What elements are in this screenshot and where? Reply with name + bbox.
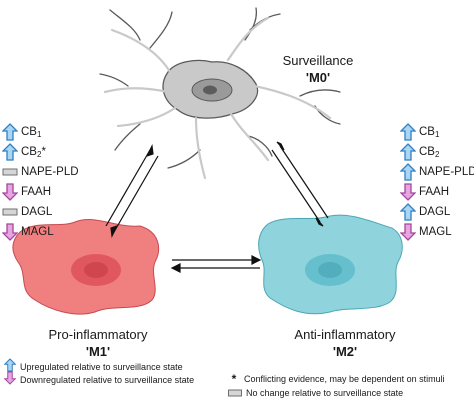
marker-subscript: 1 [36, 130, 42, 139]
up-arrow-icon [3, 357, 17, 377]
no-change-bar-icon [228, 384, 242, 402]
legend-up-text: Upregulated relative to surveillance sta… [20, 362, 183, 372]
down-arrow-icon [1, 183, 19, 201]
marker-row: FAAH [1, 183, 51, 201]
arrow-m2-to-m0-head [276, 141, 285, 151]
marker-row: FAAH [399, 183, 449, 201]
marker-symbol: NAPE-PLD [21, 166, 79, 178]
marker-symbol: FAAH [419, 186, 450, 198]
marker-symbol: CB [419, 126, 435, 138]
marker-symbol: CB [419, 146, 435, 158]
asterisk-symbol: * [231, 372, 237, 386]
down-arrow-icon [399, 223, 417, 241]
marker-symbol: CB [21, 126, 37, 138]
legend-down-text: Downregulated relative to surveillance s… [20, 375, 195, 385]
legend-down: Downregulated relative to surveillance s… [3, 371, 195, 390]
marker-row: CB1 [399, 123, 440, 141]
marker-label: CB2 [419, 146, 440, 159]
up-arrow-icon [399, 143, 417, 161]
marker-subscript: 1 [434, 130, 440, 139]
marker-label: CB2* [21, 146, 46, 159]
down-arrow-icon [3, 371, 17, 390]
marker-label: CB1 [21, 126, 42, 139]
marker-asterisk: * [41, 146, 46, 158]
up-arrow-icon [399, 163, 417, 181]
m0-state-code: 'M0' [305, 70, 331, 85]
legend-asterisk: * Conflicting evidence, may be dependent… [228, 372, 445, 386]
marker-label: MAGL [21, 226, 54, 238]
marker-label: FAAH [21, 186, 51, 198]
marker-subscript: 2 [434, 150, 440, 159]
marker-row: CB2* [1, 143, 46, 161]
down-arrow-icon [1, 223, 19, 241]
down-arrow-icon [399, 183, 417, 201]
marker-row: NAPE-PLD [399, 163, 474, 181]
m2-microglia-cell [258, 214, 403, 315]
arrow-m0-to-m1 [113, 155, 159, 233]
marker-symbol: MAGL [419, 226, 452, 238]
marker-symbol: MAGL [21, 226, 54, 238]
arrow-m0-to-m1-head [110, 224, 119, 239]
marker-row: NAPE-PLD [2, 163, 79, 181]
marker-row: DAGL [2, 203, 52, 221]
marker-label: MAGL [419, 226, 452, 238]
no-change-bar-icon [2, 163, 18, 181]
transition-arrows [105, 141, 329, 273]
arrow-m0-to-m2-head [315, 217, 324, 227]
marker-symbol: DAGL [419, 206, 451, 218]
m2-state-label: Anti-inflammatory [294, 327, 396, 342]
m1-state-label: Pro-inflammatory [48, 327, 148, 342]
m2-state-code: 'M2' [332, 344, 358, 359]
marker-symbol: FAAH [21, 186, 52, 198]
marker-label: CB1 [419, 126, 440, 139]
arrow-m1-to-m2-head [251, 255, 262, 265]
marker-symbol: NAPE-PLD [419, 166, 474, 178]
no-change-bar-icon [2, 203, 18, 221]
up-arrow-icon [1, 123, 19, 141]
m1-state-code: 'M1' [85, 344, 111, 359]
marker-row: DAGL [399, 203, 450, 221]
marker-row: MAGL [1, 223, 54, 241]
legend-none-text: No change relative to surveillance state [246, 388, 404, 398]
marker-label: FAAH [419, 186, 449, 198]
marker-label: NAPE-PLD [419, 166, 474, 178]
m0-state-label: Surveillance [282, 53, 354, 68]
marker-label: DAGL [419, 206, 450, 218]
up-arrow-icon [399, 123, 417, 141]
up-arrow-icon [399, 203, 417, 221]
marker-symbol: CB [21, 146, 37, 158]
marker-label: NAPE-PLD [21, 166, 79, 178]
arrow-m0-to-m2 [271, 149, 321, 223]
marker-row: CB1 [1, 123, 42, 141]
marker-symbol: DAGL [21, 206, 53, 218]
legend-none: No change relative to surveillance state [228, 386, 403, 400]
legend-asterisk-text: Conflicting evidence, may be dependent o… [244, 374, 445, 384]
arrow-m2-to-m0 [279, 145, 329, 219]
marker-row: MAGL [399, 223, 452, 241]
arrow-m1-to-m0-head [145, 143, 154, 158]
arrow-m2-to-m1-head [170, 263, 181, 273]
m1-microglia-cell [12, 219, 160, 315]
marker-subscript: 2 [36, 150, 42, 159]
legend-up: Upregulated relative to surveillance sta… [3, 357, 183, 377]
m0-microglia-cell [99, 7, 341, 180]
up-arrow-icon [1, 143, 19, 161]
marker-row: CB2 [399, 143, 440, 161]
marker-label: DAGL [21, 206, 52, 218]
arrow-m1-to-m0 [105, 149, 151, 227]
